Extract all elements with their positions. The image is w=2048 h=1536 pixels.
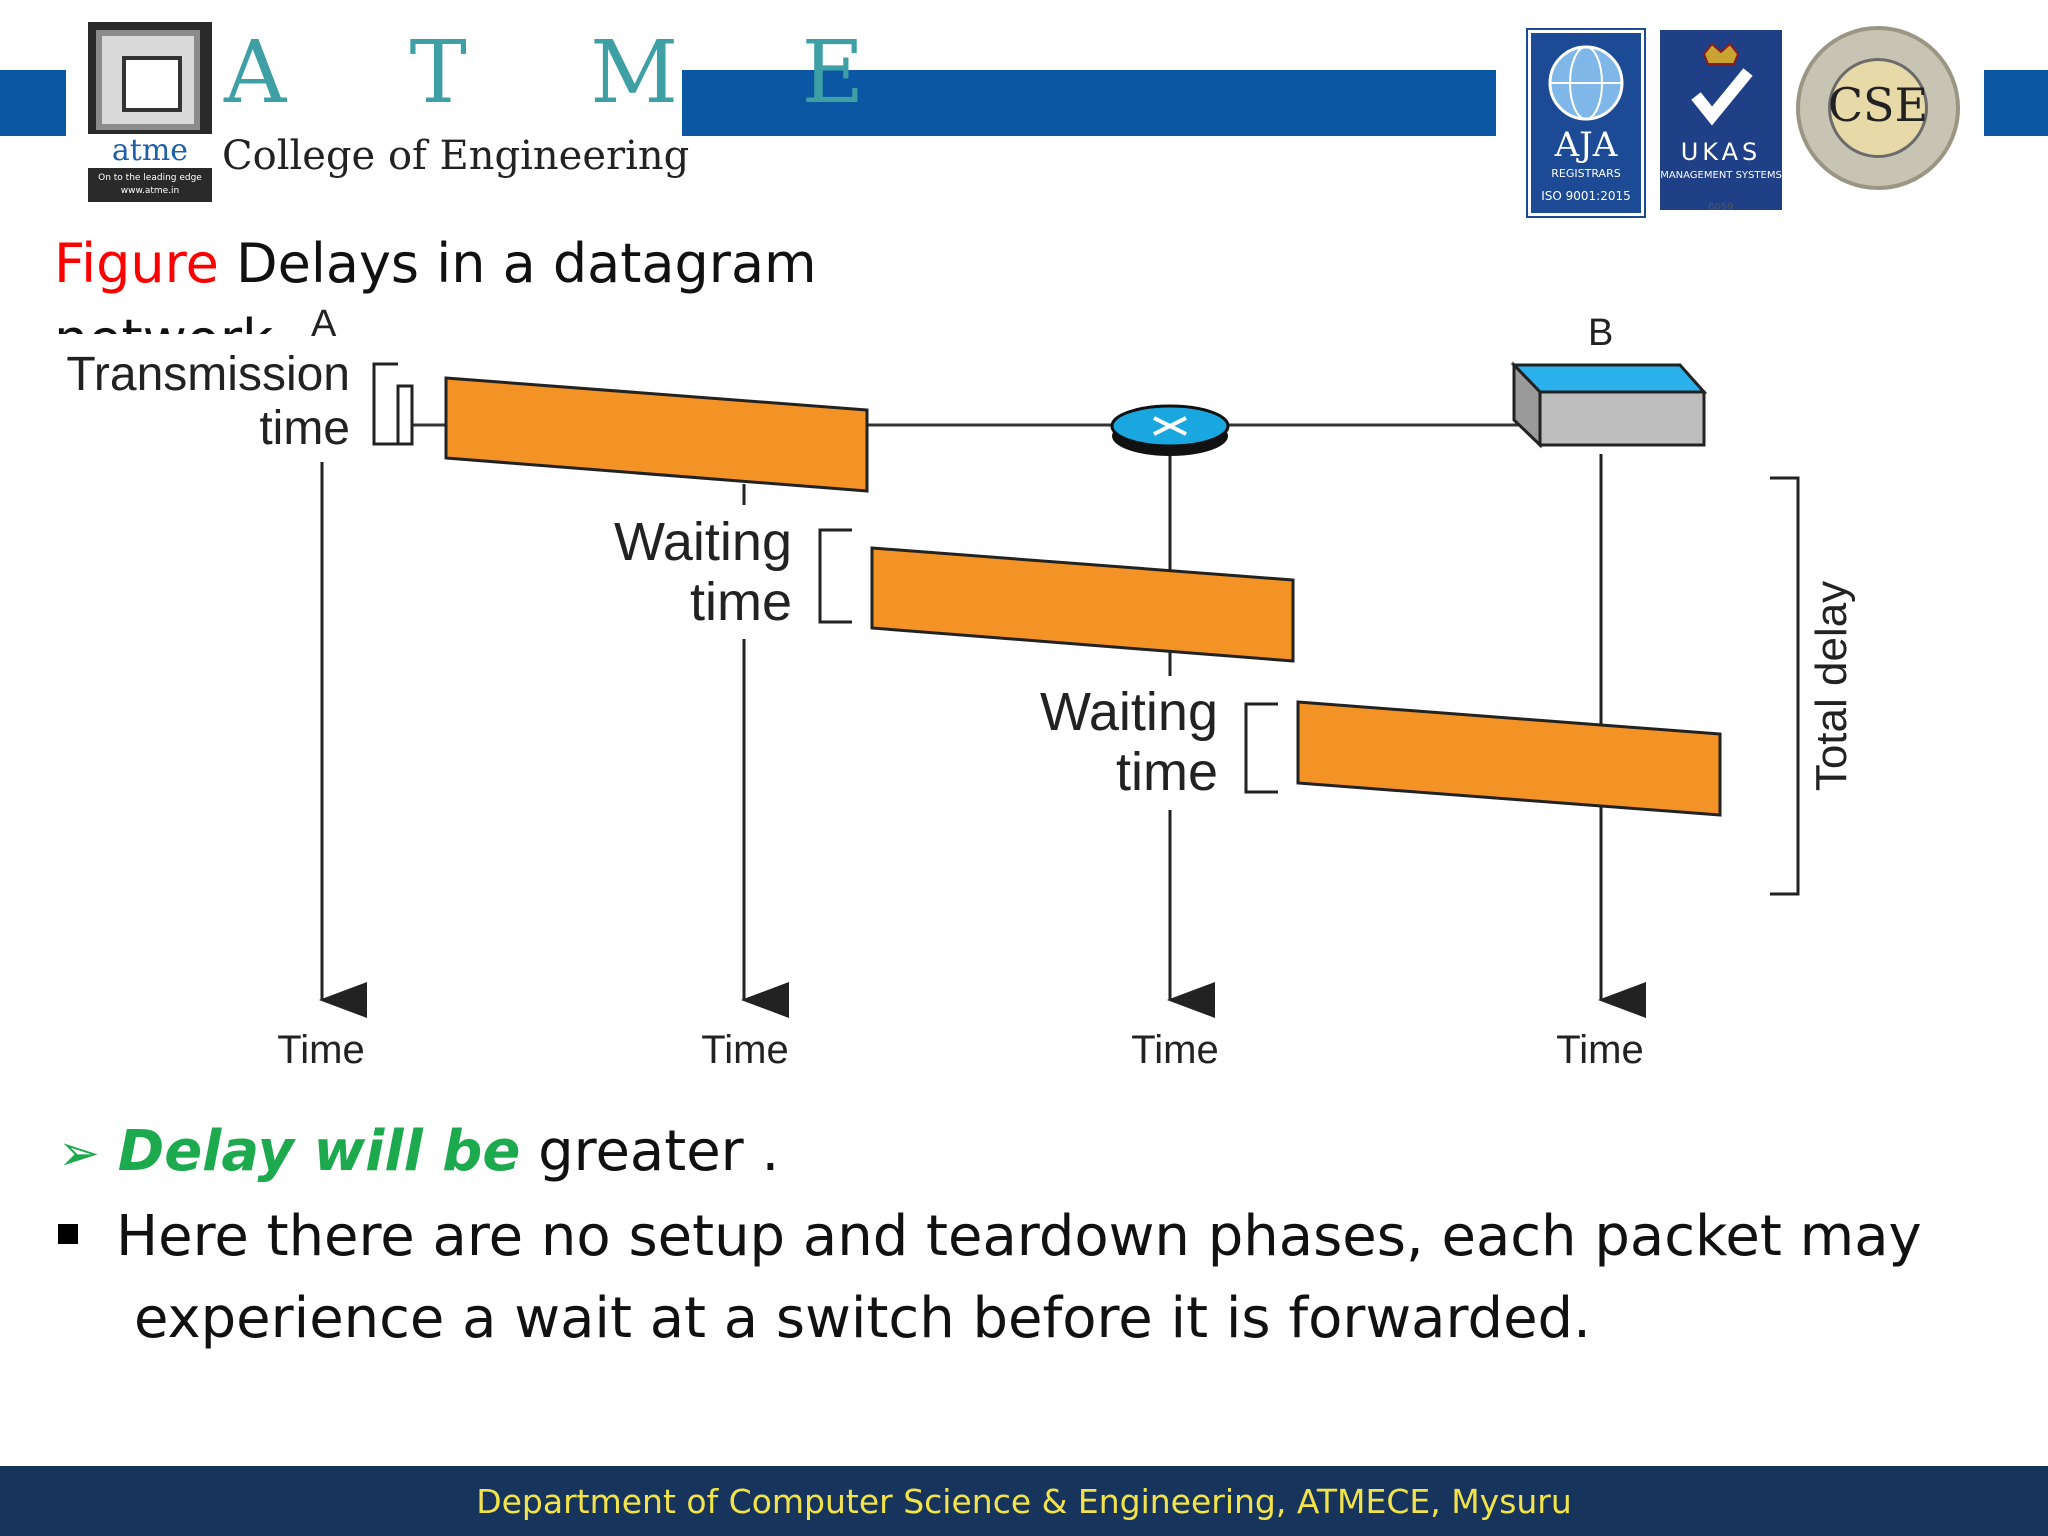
logo-url: www.atme.in — [120, 186, 180, 196]
bullet-delay-rest: greater . — [520, 1119, 780, 1184]
footer-text: Department of Computer Science & Enginee… — [476, 1482, 1572, 1521]
crown-check-icon — [1691, 42, 1753, 126]
transmission-bracket — [372, 362, 398, 446]
cse-seal-logo: CSE — [1796, 26, 1960, 190]
square-bullet-icon — [58, 1223, 78, 1244]
node-b-label: B — [1588, 312, 1613, 354]
packet-wait-2 — [1296, 700, 1722, 817]
logo-tagline-text: On to the leading edge — [98, 173, 202, 183]
ukas-code: 0059 — [1708, 202, 1734, 213]
caption-label: Figure — [54, 232, 219, 295]
aja-sub: REGISTRARS — [1551, 167, 1621, 180]
college-name: College of Engineering — [222, 133, 690, 179]
time-label-link: Time — [701, 1028, 788, 1072]
packet-transmission — [444, 376, 869, 493]
footer-bar: Department of Computer Science & Enginee… — [0, 1466, 2048, 1536]
host-b-icon — [1510, 361, 1708, 449]
waiting-bracket-1 — [818, 528, 852, 624]
node-a-label: A — [311, 303, 337, 345]
bullet-explanation-line1: Here there are no setup and teardown pha… — [116, 1204, 1922, 1269]
logo-tagline: On to the leading edge www.atme.in — [88, 172, 212, 198]
waiting-label-2-bg — [1010, 676, 1230, 810]
waiting-label-1-line1: Waiting — [614, 512, 792, 572]
waiting-label-1-bg — [590, 505, 800, 639]
caption-text: Delays in a datagram network — [54, 232, 817, 334]
switch-icon — [1110, 404, 1230, 456]
bullet-explanation-line1-wrap: Here there are no setup and teardown pha… — [58, 1196, 1958, 1278]
total-delay-bracket — [1770, 476, 1800, 896]
header-band-middle — [682, 70, 1496, 136]
brand-letters: A T M E — [224, 23, 913, 123]
transmission-label-line2: time — [259, 402, 350, 455]
atme-logo: atme On to the leading edge www.atme.in — [88, 22, 212, 202]
globe-icon — [1548, 45, 1624, 121]
logo-frame-icon — [96, 30, 200, 130]
time-label-a: Time — [277, 1028, 364, 1072]
time-label-switch: Time — [1131, 1028, 1218, 1072]
header-band-right — [1984, 70, 2048, 136]
logo-frame-core — [122, 56, 182, 112]
aja-iso: ISO 9001:2015 — [1541, 189, 1631, 203]
time-label-b: Time — [1556, 1028, 1643, 1072]
waiting-label-2-line2: time — [1116, 742, 1218, 802]
bullet-explanation: Here there are no setup and teardown pha… — [58, 1196, 1958, 1360]
cse-seal-inner — [1828, 58, 1928, 158]
waiting-label-2-line1: Waiting — [1040, 682, 1218, 742]
bullet-delay-emphasis: Delay will be — [117, 1119, 521, 1184]
figure-caption: Figure Delays in a datagram network — [54, 226, 854, 334]
ukas-cert-logo: UKAS MANAGEMENT SYSTEMS 0059 — [1660, 30, 1782, 213]
cse-name: CSE — [1827, 78, 1929, 132]
ukas-sub: MANAGEMENT SYSTEMS — [1660, 170, 1782, 181]
ukas-name: UKAS — [1680, 138, 1762, 166]
bullet-delay: ➢ Delay will be greater . — [58, 1114, 779, 1191]
waiting-bracket-2 — [1244, 702, 1278, 794]
transmission-label-line1: Transmission — [66, 348, 350, 401]
datagram-delay-diagram: A B Transmission time Waiting time Waiti… — [66, 303, 1856, 1072]
logo-word: atme — [88, 134, 212, 168]
arrow-bullet-icon: ➢ — [58, 1124, 100, 1182]
header-band-left — [0, 70, 66, 136]
total-delay-label: Total delay — [1807, 581, 1856, 791]
host-a-icon — [396, 384, 414, 446]
bullet-explanation-line2: experience a wait at a switch before it … — [134, 1286, 1591, 1351]
packet-wait-1 — [870, 546, 1295, 663]
aja-name: AJA — [1554, 125, 1618, 165]
waiting-label-1-line2: time — [690, 572, 792, 632]
aja-cert-logo: AJA REGISTRARS ISO 9001:2015 — [1528, 30, 1644, 216]
